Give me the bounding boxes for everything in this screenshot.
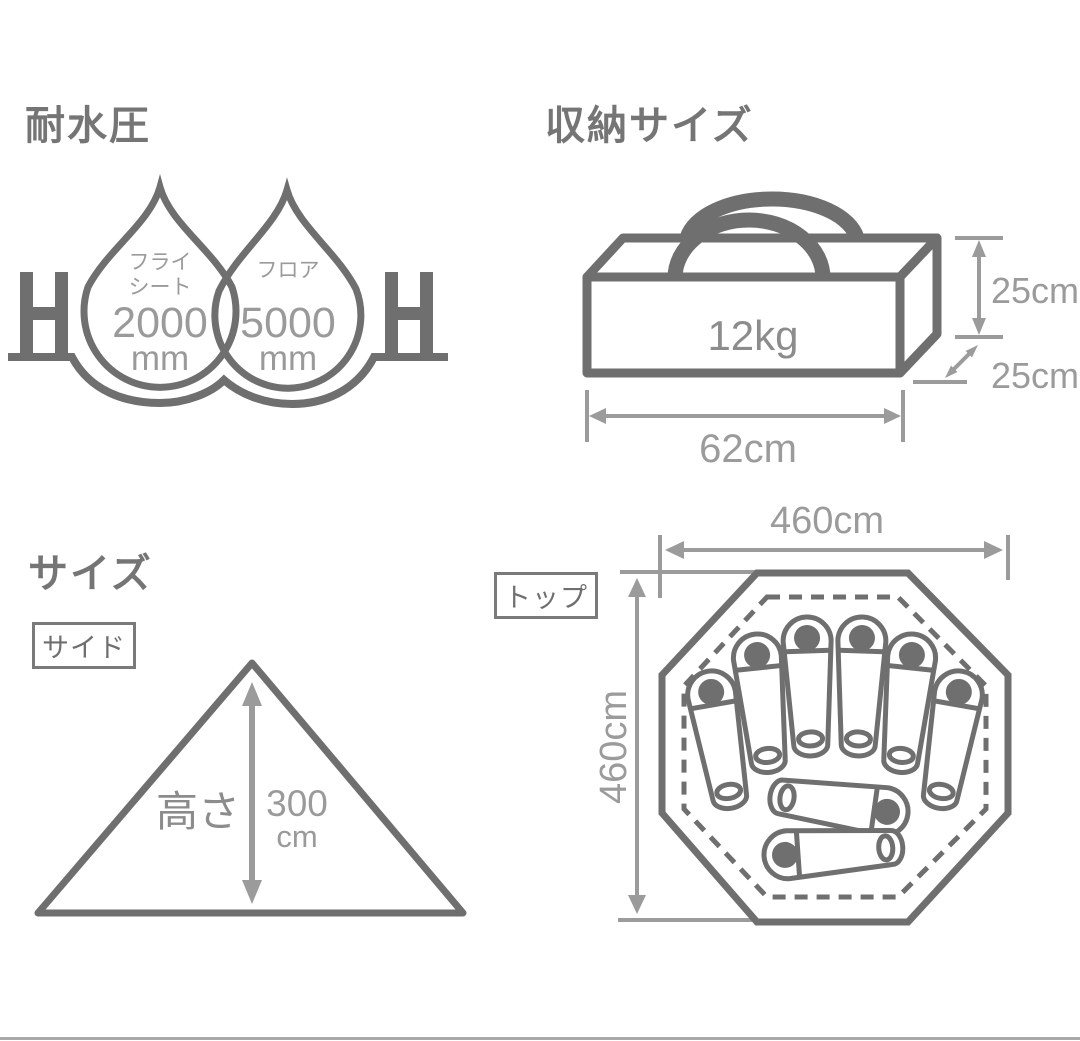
tent-inner-dashed-outline <box>681 594 989 900</box>
bag-front-handle <box>667 212 831 279</box>
storage-bag-diagram: 12kg 25cm 25cm 62cm <box>582 191 1079 471</box>
storage-size-title: 収納サイズ <box>545 104 754 148</box>
bag-rear-handle <box>679 191 865 241</box>
height-label: 高さ <box>156 788 240 835</box>
water-resistance-title: 耐水圧 <box>25 104 151 148</box>
side-view-label: サイド <box>32 622 136 669</box>
top-depth-value: 460cm <box>593 690 635 804</box>
bag-width-value: 62cm <box>699 427 797 471</box>
drop2-value: 5000 <box>240 299 336 347</box>
top-width-value: 460cm <box>770 500 884 542</box>
tent-height-arrow <box>242 682 262 904</box>
side-view-diagram: 高さ 300 cm <box>34 659 467 917</box>
bag-depth-value: 25cm <box>991 355 1079 396</box>
drop1-label-line2: シート <box>129 276 192 299</box>
top-view-label: トップ <box>494 572 598 619</box>
bag-height-value: 25cm <box>991 270 1079 311</box>
top-width-dimension <box>620 535 1010 598</box>
drop1-unit: mm <box>131 339 189 378</box>
tent-side-triangle <box>34 659 467 917</box>
drop2-unit: mm <box>259 339 317 378</box>
height-value: 300 <box>266 783 328 824</box>
water-drop-floor <box>211 177 365 392</box>
drop1-label-line1: フライ <box>129 251 192 274</box>
drop1-value: 2000 <box>112 299 208 347</box>
bag-weight: 12kg <box>707 312 798 359</box>
h-symbol-left <box>20 272 68 356</box>
water-drops-diagram: フライ シート 2000 mm フロア 5000 mm <box>8 173 448 409</box>
drop2-label-line1: フロア <box>257 259 320 282</box>
bag-box <box>582 233 942 378</box>
height-unit: cm <box>276 819 317 854</box>
top-depth-dimension <box>618 578 763 922</box>
top-view-diagram: 460cm 460cm <box>593 500 1012 926</box>
height-dimension <box>955 236 1003 339</box>
depth-dimension <box>913 345 978 384</box>
size-title: サイズ <box>28 552 153 596</box>
h-symbol-right <box>385 272 433 356</box>
width-dimension <box>585 390 905 442</box>
bottom-divider <box>0 1037 1080 1040</box>
ground-line <box>8 353 448 409</box>
